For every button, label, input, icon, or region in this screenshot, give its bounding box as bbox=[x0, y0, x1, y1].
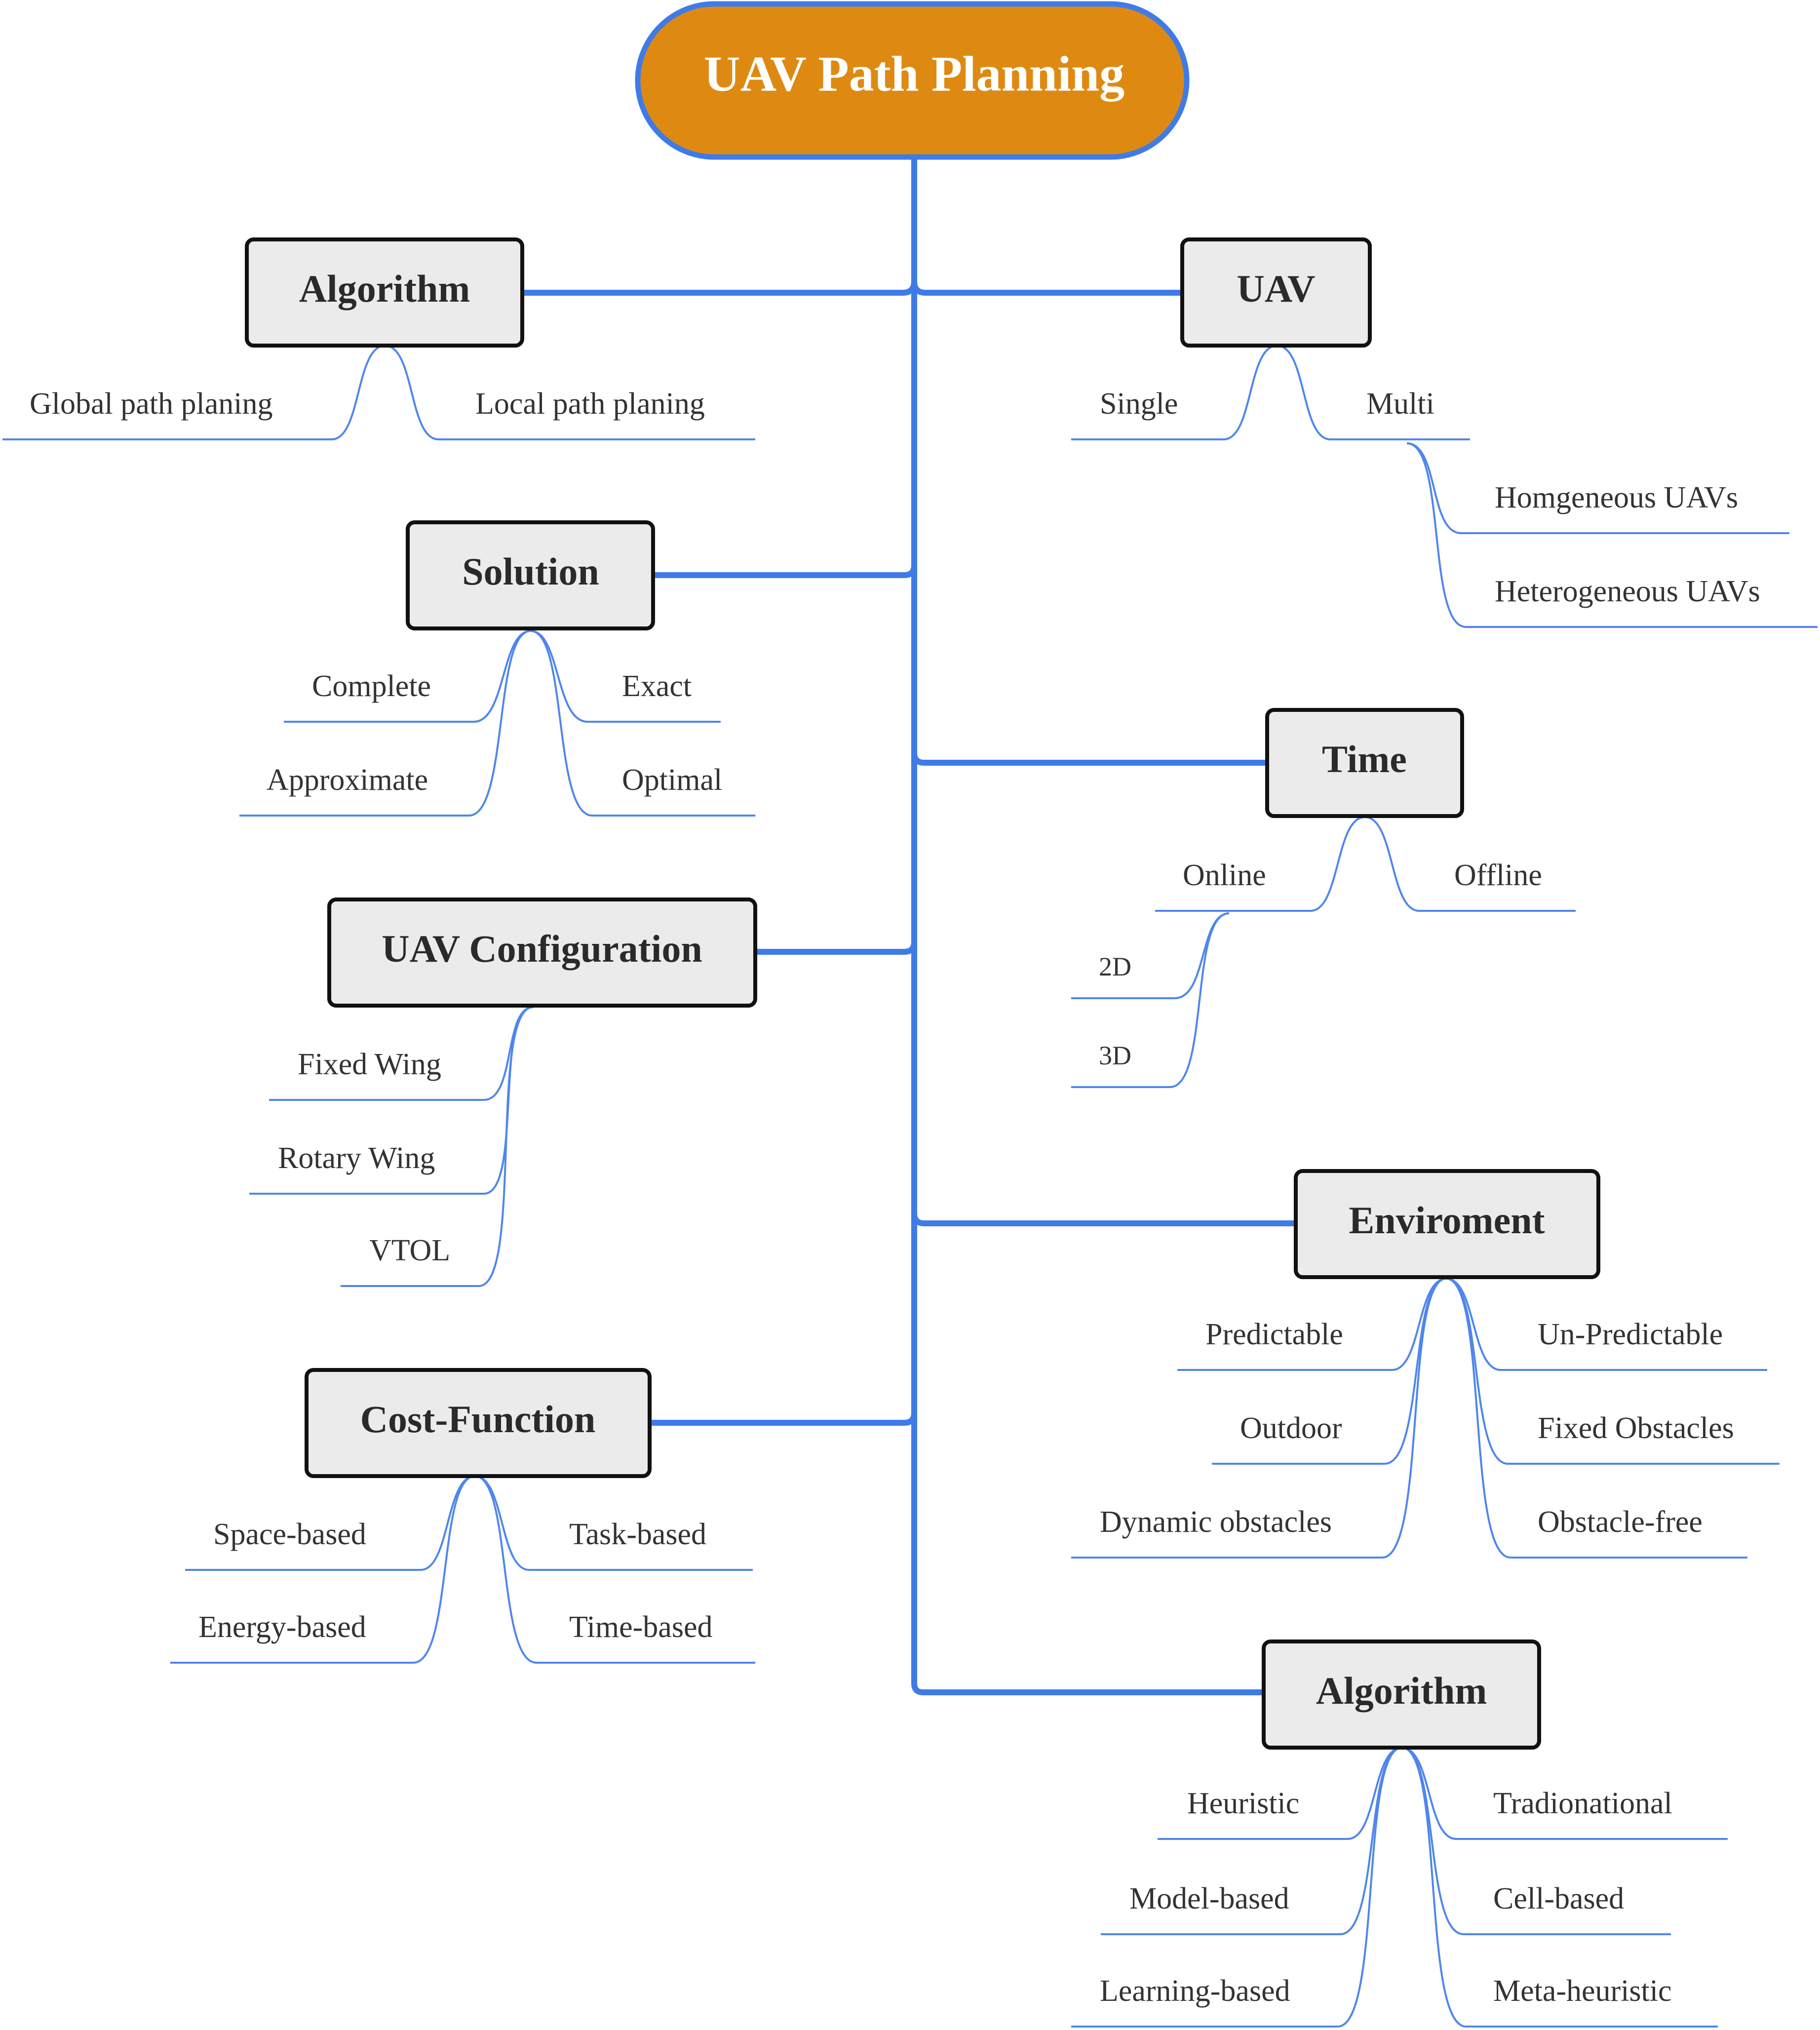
trunk-to-cost-function bbox=[647, 1410, 917, 1426]
leaf-fixed-wing: Fixed Wing bbox=[298, 1048, 441, 1081]
branch-vtol bbox=[341, 1006, 534, 1287]
leaf-outdoor: Outdoor bbox=[1240, 1411, 1342, 1445]
branch-dynamic-obstacles bbox=[1071, 1278, 1447, 1559]
branch-obstacle-free bbox=[1446, 1278, 1747, 1559]
trunk-to-solution bbox=[650, 562, 917, 578]
leaf-obstacle-free: Obstacle-free bbox=[1538, 1505, 1703, 1539]
trunk-to-environment bbox=[911, 1210, 1299, 1226]
branch-time-based bbox=[474, 1475, 755, 1664]
branch-energy-based bbox=[170, 1475, 475, 1664]
category-label: UAV bbox=[1237, 267, 1316, 310]
category-label: Cost-Function bbox=[360, 1398, 596, 1441]
branch-approximate bbox=[239, 630, 531, 817]
trunk-to-time bbox=[911, 750, 1270, 766]
root-node[interactable]: UAV Path Planning bbox=[635, 1, 1190, 160]
leaf-learning-based: Learning-based bbox=[1100, 1974, 1290, 2008]
leaf-space-based: Space-based bbox=[213, 1518, 366, 1551]
leaf-local-path-planing: Local path planing bbox=[475, 387, 705, 421]
leaf-homgeneous-uavs: Homgeneous UAVs bbox=[1495, 481, 1738, 514]
category-time[interactable]: Time bbox=[1265, 708, 1464, 818]
leaf-2d: 2D bbox=[1099, 952, 1131, 981]
leaf-single: Single bbox=[1100, 387, 1178, 421]
category-cost-function[interactable]: Cost-Function bbox=[305, 1368, 652, 1478]
leaf-meta-heuristic: Meta-heuristic bbox=[1493, 1974, 1672, 2008]
leaf-dynamic-obstacles: Dynamic obstacles bbox=[1100, 1505, 1332, 1539]
leaf-un-predictable: Un-Predictable bbox=[1538, 1318, 1723, 1351]
leaf-optimal: Optimal bbox=[622, 763, 722, 797]
leaf-vtol: VTOL bbox=[369, 1234, 450, 1267]
branch-offline bbox=[1364, 816, 1576, 912]
leaf-online: Online bbox=[1183, 859, 1266, 892]
trunk-to-uav bbox=[911, 278, 1185, 296]
leaf-global-path-planing: Global path planing bbox=[30, 387, 272, 421]
branch-optimal bbox=[530, 630, 755, 817]
leaf-predictable: Predictable bbox=[1205, 1318, 1343, 1351]
leaf-heuristic: Heuristic bbox=[1187, 1787, 1299, 1820]
root-title: UAV Path Planning bbox=[704, 46, 1124, 102]
leaf-offline: Offline bbox=[1454, 859, 1542, 892]
branch-learning-based bbox=[1071, 1747, 1402, 2028]
leaf-heterogeneous-uavs: Heterogeneous UAVs bbox=[1495, 575, 1760, 608]
category-algorithm-left[interactable]: Algorithm bbox=[245, 237, 524, 348]
category-uav[interactable]: UAV bbox=[1180, 237, 1372, 348]
category-label: Solution bbox=[462, 550, 599, 593]
branch-global-path bbox=[2, 345, 386, 440]
branch-local-path bbox=[385, 345, 755, 440]
leaf-cell-based: Cell-based bbox=[1493, 1882, 1624, 1915]
category-environment[interactable]: Enviroment bbox=[1294, 1169, 1600, 1279]
leaf-rotary-wing: Rotary Wing bbox=[278, 1141, 435, 1175]
branch-3d bbox=[1071, 912, 1230, 1088]
branch-meta-heuristic bbox=[1401, 1747, 1718, 2028]
category-label: Algorithm bbox=[299, 267, 470, 310]
leaf-task-based: Task-based bbox=[569, 1518, 706, 1551]
leaf-multi: Multi bbox=[1366, 387, 1434, 421]
trunk-to-algorithm-left bbox=[519, 278, 917, 296]
branch-single bbox=[1071, 345, 1278, 440]
branch-heterogeneous bbox=[1406, 442, 1818, 628]
leaf-labels: Global path planing Local path planing S… bbox=[30, 387, 1760, 2008]
leaf-connectors bbox=[2, 345, 1818, 2028]
branch-multi bbox=[1277, 345, 1470, 440]
leaf-3d: 3D bbox=[1099, 1041, 1131, 1070]
category-label: Time bbox=[1322, 738, 1407, 781]
leaf-tradionational: Tradionational bbox=[1493, 1787, 1672, 1820]
category-uav-configuration[interactable]: UAV Configuration bbox=[327, 898, 757, 1008]
leaf-model-based: Model-based bbox=[1129, 1882, 1289, 1915]
trunk-main-line bbox=[911, 154, 1267, 1695]
leaf-time-based: Time-based bbox=[569, 1610, 712, 1644]
trunk-to-uav-configuration bbox=[752, 939, 917, 955]
leaf-exact: Exact bbox=[622, 669, 692, 703]
leaf-complete: Complete bbox=[312, 669, 431, 703]
category-solution[interactable]: Solution bbox=[406, 520, 655, 630]
category-label: UAV Configuration bbox=[382, 927, 702, 970]
leaf-approximate: Approximate bbox=[267, 763, 428, 797]
category-label: Enviroment bbox=[1349, 1199, 1545, 1242]
category-algorithm-right[interactable]: Algorithm bbox=[1262, 1640, 1541, 1750]
leaf-energy-based: Energy-based bbox=[198, 1610, 366, 1644]
trunk-connectors bbox=[519, 154, 1299, 1695]
category-label: Algorithm bbox=[1316, 1669, 1487, 1712]
branch-online bbox=[1155, 816, 1365, 912]
leaf-fixed-obstacles: Fixed Obstacles bbox=[1538, 1411, 1734, 1445]
